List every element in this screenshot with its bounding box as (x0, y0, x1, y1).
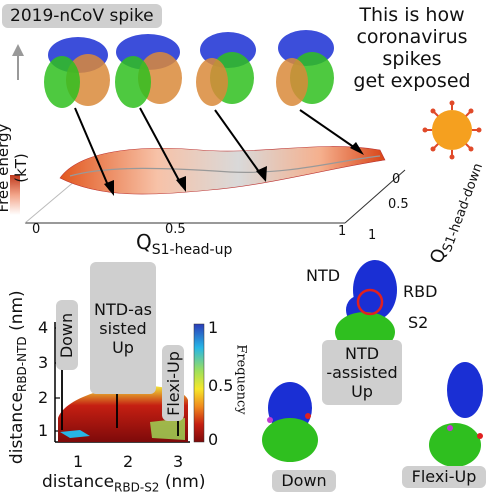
colorbar-tick-0.5: 0.5 (208, 376, 234, 395)
label-flexi-up-bottom: Flexi-Up (402, 466, 486, 488)
title-badge: 2019-nCoV spike (2, 4, 162, 28)
energy-landscape-figure (10, 30, 482, 224)
colorbar-label: Frequency (233, 344, 249, 415)
domain-label-ntd: NTD (306, 266, 341, 285)
heatmap-ytick-3: 3 (38, 353, 49, 372)
label-down-bottom: Down (272, 470, 336, 492)
label-ntd-assisted-up: NTD-assisted Up (90, 262, 156, 394)
rbd-highlight-circle (356, 288, 384, 316)
surface-valley (69, 155, 381, 177)
heatmap-ytick-4: 4 (38, 318, 49, 337)
heatmap-x-label: distanceRBD-S2 (nm) (42, 472, 206, 495)
z-axis-arrowhead (12, 44, 24, 56)
x-tick-1: 1 (338, 224, 347, 239)
label-flexi-up: Flexi-Up (162, 345, 184, 421)
x-tick-0: 0 (32, 222, 41, 237)
structure-down (262, 382, 318, 462)
arrow-structure-4 (299, 109, 359, 151)
structure-state-4 (276, 30, 334, 106)
virus-icon (422, 100, 482, 160)
heatmap-ytick-1: 1 (38, 421, 49, 440)
x-tick-0.5: 0.5 (165, 222, 186, 237)
headline-line-3: spikes (382, 48, 442, 70)
headline: This is how coronavirus spikes get expos… (328, 4, 496, 92)
domain-label-rbd: RBD (403, 282, 438, 301)
structure-state-1 (44, 37, 110, 108)
energy-surface (59, 146, 386, 195)
free-energy-label: Free energy (kT) (0, 123, 30, 213)
arrow-structure-2 (139, 107, 183, 187)
label-ntd-assisted-bottom: NTD -assisted Up (322, 340, 402, 405)
heatmap-xtick-1: 1 (73, 452, 84, 471)
structure-state-2 (115, 34, 182, 108)
y-tick-0: 0 (392, 172, 401, 187)
y-tick-1: 1 (368, 228, 377, 243)
heatmap-ytick-2: 2 (38, 388, 49, 407)
y-axis-line (344, 169, 406, 224)
arrow-structure-1 (74, 107, 111, 191)
label-down: Down (56, 300, 78, 370)
domain-label-s2: S2 (408, 313, 429, 332)
page-title: 2019-nCoV spike (10, 6, 154, 26)
frequency-colorbar (193, 323, 205, 443)
structure-flexi-up (429, 362, 483, 467)
colorbar-tick-1: 1 (208, 318, 219, 337)
heatmap-low-region (60, 430, 90, 438)
heatmap-xtick-3: 3 (173, 452, 184, 471)
heatmap-y-label: distanceRBD-NTD (nm) (6, 290, 30, 465)
x-axis-label: QS1-head-up (136, 230, 233, 258)
headline-line-4: get exposed (353, 70, 471, 92)
arrow-structure-3 (214, 109, 263, 177)
headline-line-2: coronavirus (356, 26, 468, 48)
headline-line-1: This is how (359, 4, 465, 26)
y-tick-0.5: 0.5 (388, 197, 409, 212)
structure-state-3 (196, 32, 256, 106)
colorbar-tick-0: 0 (208, 430, 219, 449)
heatmap-figure (54, 322, 205, 443)
heatmap-xtick-2: 2 (123, 452, 134, 471)
energy-colorbar (10, 175, 20, 215)
structure-ntd-assisted (335, 260, 397, 352)
